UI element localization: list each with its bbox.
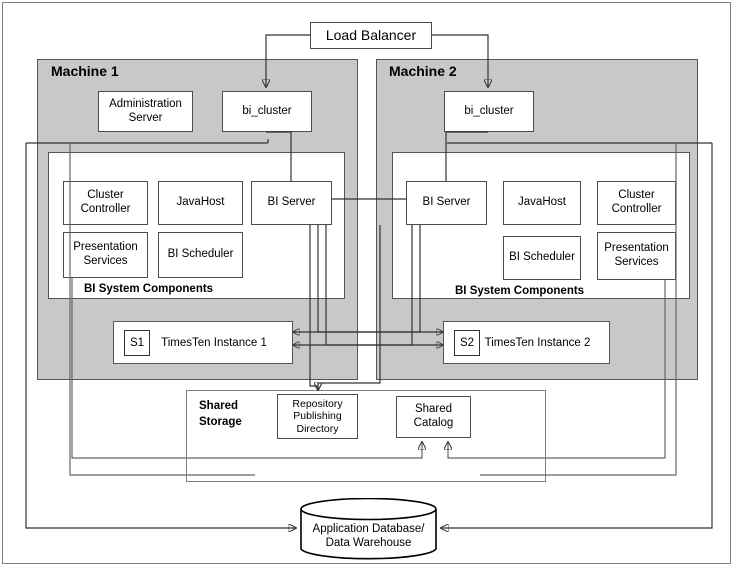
shared-storage-label: Shared Storage — [199, 399, 242, 430]
cylinder-shape — [300, 497, 437, 560]
machine-2-title: Machine 2 — [389, 63, 457, 79]
ps2-line1: Presentation — [604, 242, 669, 255]
machine-1-javahost-box[interactable]: JavaHost — [158, 181, 243, 225]
bsch2-label: BI Scheduler — [509, 251, 575, 264]
administration-server-label-line1: Administration — [109, 97, 182, 110]
cc1-line2: Controller — [80, 203, 131, 215]
machine-1-cluster-controller-box[interactable]: Cluster Controller — [63, 181, 148, 225]
application-database-cylinder[interactable]: Application Database/ Data Warehouse — [300, 497, 437, 560]
machine-2-javahost-box[interactable]: JavaHost — [503, 181, 581, 225]
ps1-line1: Presentation — [73, 241, 138, 254]
rpd-line3: Directory — [296, 422, 339, 435]
machine-2-bi-cluster-box[interactable]: bi_cluster — [444, 91, 534, 132]
bis1-label: BI Server — [267, 196, 316, 209]
sc-line1: Shared — [414, 403, 453, 416]
machine-1-bi-server-box[interactable]: BI Server — [251, 181, 332, 225]
database-label: Application Database/ Data Warehouse — [300, 523, 437, 551]
administration-server-box[interactable]: Administration Server — [98, 91, 193, 132]
rpd-line2: Publishing — [293, 410, 342, 423]
bis2-label: BI Server — [422, 196, 471, 209]
wire-presentation2-to-shared-catalog — [448, 280, 666, 459]
cc2-line1: Cluster — [618, 189, 655, 202]
machine-1-bi-system-components-label: BI System Components — [84, 283, 214, 295]
machine-2-bi-server-box[interactable]: BI Server — [406, 181, 487, 225]
shared-catalog-box[interactable]: Shared Catalog — [396, 396, 471, 438]
wire-biserver2-to-timesten1 — [293, 225, 421, 332]
machine-2-presentation-services-box[interactable]: Presentation Services — [597, 232, 676, 280]
wire-lb-to-bicluster-2 — [432, 34, 488, 87]
bsch1-label: BI Scheduler — [167, 248, 234, 261]
database-label-line1: Application Database/ — [312, 523, 425, 535]
wire-biserver2-to-timesten1-b — [293, 225, 413, 345]
wire-bicluster1-to-biserver1 — [266, 131, 292, 181]
timesten-instance-2-box[interactable]: S2 TimesTen Instance 2 — [443, 321, 610, 364]
wire-bicluster2-to-biserver2 — [445, 131, 488, 181]
machine-1-title: Machine 1 — [51, 63, 119, 79]
wire-biserver1-to-repository — [309, 225, 318, 390]
sc-line2: Catalog — [413, 417, 454, 429]
jh1-label: JavaHost — [176, 196, 225, 209]
wire-left-outer-route — [69, 143, 255, 476]
timesten-1-label: TimesTen Instance 1 — [161, 336, 267, 349]
timesten-instance-1-box[interactable]: S1 TimesTen Instance 1 — [113, 321, 293, 364]
repository-publishing-directory-box[interactable]: Repository Publishing Directory — [277, 394, 358, 439]
wire-lb-to-bicluster-1 — [266, 34, 310, 87]
timesten-2-badge: S2 — [454, 329, 480, 356]
rpd-line1: Repository — [292, 397, 343, 410]
cc2-line2: Controller — [611, 203, 662, 215]
shared-storage-container — [186, 390, 546, 482]
timesten-2-label: TimesTen Instance 2 — [484, 336, 591, 349]
administration-server-label-line2: Server — [128, 111, 163, 124]
load-balancer-label: Load Balancer — [325, 27, 417, 44]
wire-bisystem2-to-database — [441, 143, 713, 528]
timesten-1-badge: S1 — [124, 329, 150, 356]
machine-2-bi-cluster-label: bi_cluster — [464, 104, 514, 117]
shared-storage-label-line2: Storage — [199, 415, 242, 428]
wire-bisystem1-to-database — [25, 143, 296, 528]
wire-biserver1-to-timesten1 — [325, 225, 443, 345]
machine-2-bi-scheduler-box[interactable]: BI Scheduler — [503, 236, 581, 280]
ps1-line2: Services — [83, 255, 128, 267]
machine-2-cluster-controller-box[interactable]: Cluster Controller — [597, 181, 676, 225]
jh2-label: JavaHost — [518, 196, 566, 209]
load-balancer-box[interactable]: Load Balancer — [310, 22, 432, 49]
machine-1-bi-scheduler-box[interactable]: BI Scheduler — [158, 232, 243, 278]
cc1-line1: Cluster — [87, 189, 124, 202]
machine-1-bi-cluster-label: bi_cluster — [242, 104, 292, 117]
machine-1-bi-cluster-box[interactable]: bi_cluster — [222, 91, 312, 132]
wire-right-outer-route — [480, 143, 677, 476]
wire-presentation1-to-shared-catalog — [71, 278, 422, 459]
machine-2-bi-system-components-label: BI System Components — [455, 285, 585, 297]
shared-storage-label-line1: Shared — [199, 400, 238, 412]
machine-1-presentation-services-box[interactable]: Presentation Services — [63, 232, 148, 278]
database-label-line2: Data Warehouse — [325, 536, 412, 549]
wire-biserver2-to-repository — [318, 225, 381, 390]
ps2-line2: Services — [614, 256, 659, 268]
